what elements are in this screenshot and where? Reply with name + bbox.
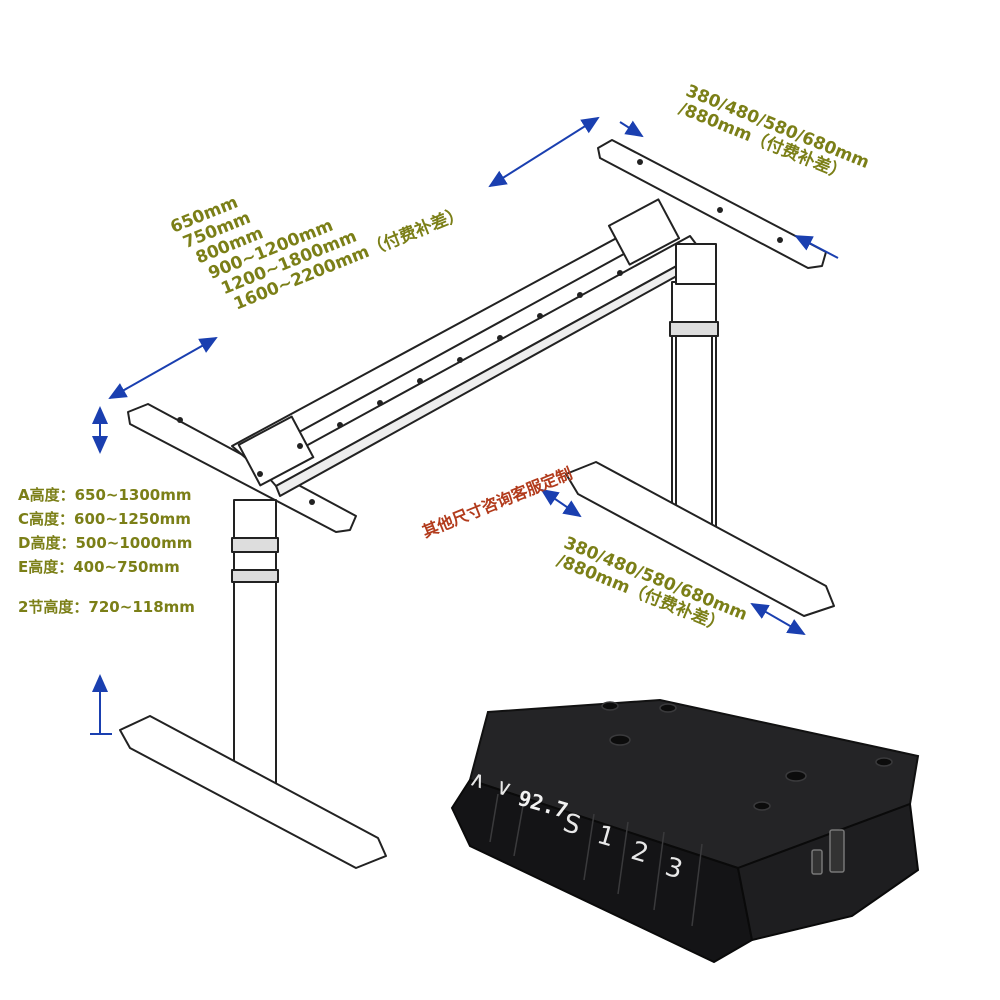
foot-width-arrow-a <box>540 488 582 518</box>
left-motor-block <box>237 415 315 487</box>
right-leg-cap <box>675 243 717 285</box>
left-leg-joint-2 <box>231 569 279 583</box>
top-width-arrow-a <box>619 120 644 138</box>
two-stage-height: 2节高度：720~118mm <box>18 598 195 616</box>
right-leg-joint <box>669 321 719 337</box>
right-top-bracket <box>597 139 827 269</box>
length-arrow-top <box>488 116 600 188</box>
right-leg-inner <box>675 335 713 537</box>
height-spec: E高度：400~750mm <box>18 558 180 576</box>
height-specs: A高度：650~1300mm C高度：600~1250mm D高度：500~10… <box>18 486 195 616</box>
top-width-arrow-b <box>794 235 839 259</box>
right-motor-block <box>607 198 681 266</box>
left-top-bracket <box>127 403 357 533</box>
foot-width-arrow-b <box>750 603 806 635</box>
height-spec: A高度：650~1300mm <box>18 486 192 504</box>
beam-underside <box>275 251 703 497</box>
height-spec: D高度：500~1000mm <box>18 534 193 552</box>
height-spec: C高度：600~1250mm <box>18 510 191 528</box>
left-leg-joint-1 <box>231 537 279 553</box>
left-foot <box>119 715 387 869</box>
length-arrow-left <box>108 337 218 399</box>
